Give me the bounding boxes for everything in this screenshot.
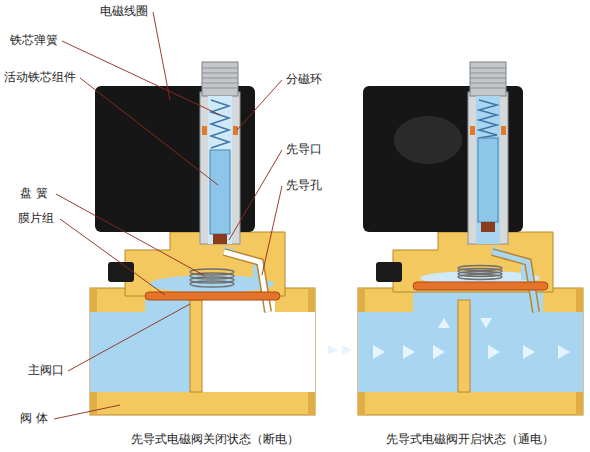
tube-nut — [202, 62, 238, 96]
pilot-seal — [481, 222, 495, 232]
thread — [470, 68, 506, 88]
shading-ring — [233, 126, 238, 135]
leader-line — [54, 405, 120, 419]
part-label: 电磁线圈 — [100, 4, 148, 19]
closed-valve — [90, 62, 315, 415]
flow-arrow — [328, 345, 338, 355]
flow-arrow — [403, 345, 415, 359]
connector-plug — [376, 262, 402, 282]
flow-arrows — [328, 318, 570, 359]
tube-bore — [476, 96, 500, 244]
thread — [202, 68, 238, 88]
under-diaphragm — [413, 292, 543, 312]
spring-coil — [458, 275, 502, 280]
inlet-chamber — [358, 312, 458, 392]
coil-highlight — [394, 116, 462, 164]
part-label: 阀 体 — [20, 411, 48, 426]
main-seat-wall — [458, 300, 470, 392]
part-label: 活动铁芯组件 — [4, 70, 76, 85]
flow-arrow — [558, 345, 570, 359]
valve-body — [90, 288, 315, 415]
part-label: 主阀口 — [28, 363, 64, 378]
flow-arrow — [488, 345, 500, 359]
tube-nut — [470, 62, 506, 96]
leader-line — [80, 78, 218, 185]
state-caption: 先导式电磁阀开启状态（通电） — [355, 432, 585, 447]
outlet-chamber — [202, 312, 315, 392]
diaphragm — [145, 292, 280, 300]
disc-spring — [458, 266, 502, 280]
leader-line — [237, 80, 282, 130]
spring-coil — [190, 281, 234, 287]
leader-line — [56, 194, 205, 276]
plunger-spring — [211, 100, 229, 148]
armature-tube — [468, 92, 508, 244]
leader-line — [68, 304, 190, 371]
state-caption: 先导式电磁阀关闭状态（断电） — [90, 432, 340, 447]
diaphragm — [413, 282, 548, 290]
connector-plug — [108, 262, 134, 282]
shading-ring — [501, 126, 506, 135]
open-valve — [328, 62, 583, 415]
shading-ring — [202, 126, 207, 135]
part-label: 先导口 — [286, 142, 322, 157]
flow-arrow — [438, 318, 450, 328]
leader-line — [153, 12, 170, 100]
main-seat-wall — [190, 300, 202, 392]
part-label: 先导孔 — [286, 178, 322, 193]
valve-body — [358, 288, 583, 415]
part-label: 分磁环 — [286, 72, 322, 87]
part-label: 盘 簧 — [20, 186, 48, 201]
flow-arrow — [480, 318, 492, 328]
flow-arrow — [433, 345, 445, 359]
outlet-chamber — [470, 312, 583, 392]
flow-arrow — [373, 345, 385, 359]
plunger — [210, 150, 230, 234]
leader-lines — [54, 12, 282, 419]
flow-arrow — [523, 345, 535, 359]
tube-bore — [208, 96, 232, 244]
inlet-chamber — [90, 312, 190, 392]
flow-arrow — [342, 345, 352, 355]
shading-ring — [470, 126, 475, 135]
pilot-seal — [213, 234, 227, 244]
leader-line — [60, 219, 165, 295]
plunger-spring — [479, 100, 497, 138]
part-label: 膜片组 — [18, 211, 54, 226]
leader-line — [229, 150, 282, 240]
plunger — [478, 138, 498, 222]
leader-line — [262, 186, 282, 275]
under-diaphragm — [145, 300, 190, 312]
leader-line — [62, 41, 220, 115]
part-label: 铁芯弹簧 — [10, 33, 58, 48]
